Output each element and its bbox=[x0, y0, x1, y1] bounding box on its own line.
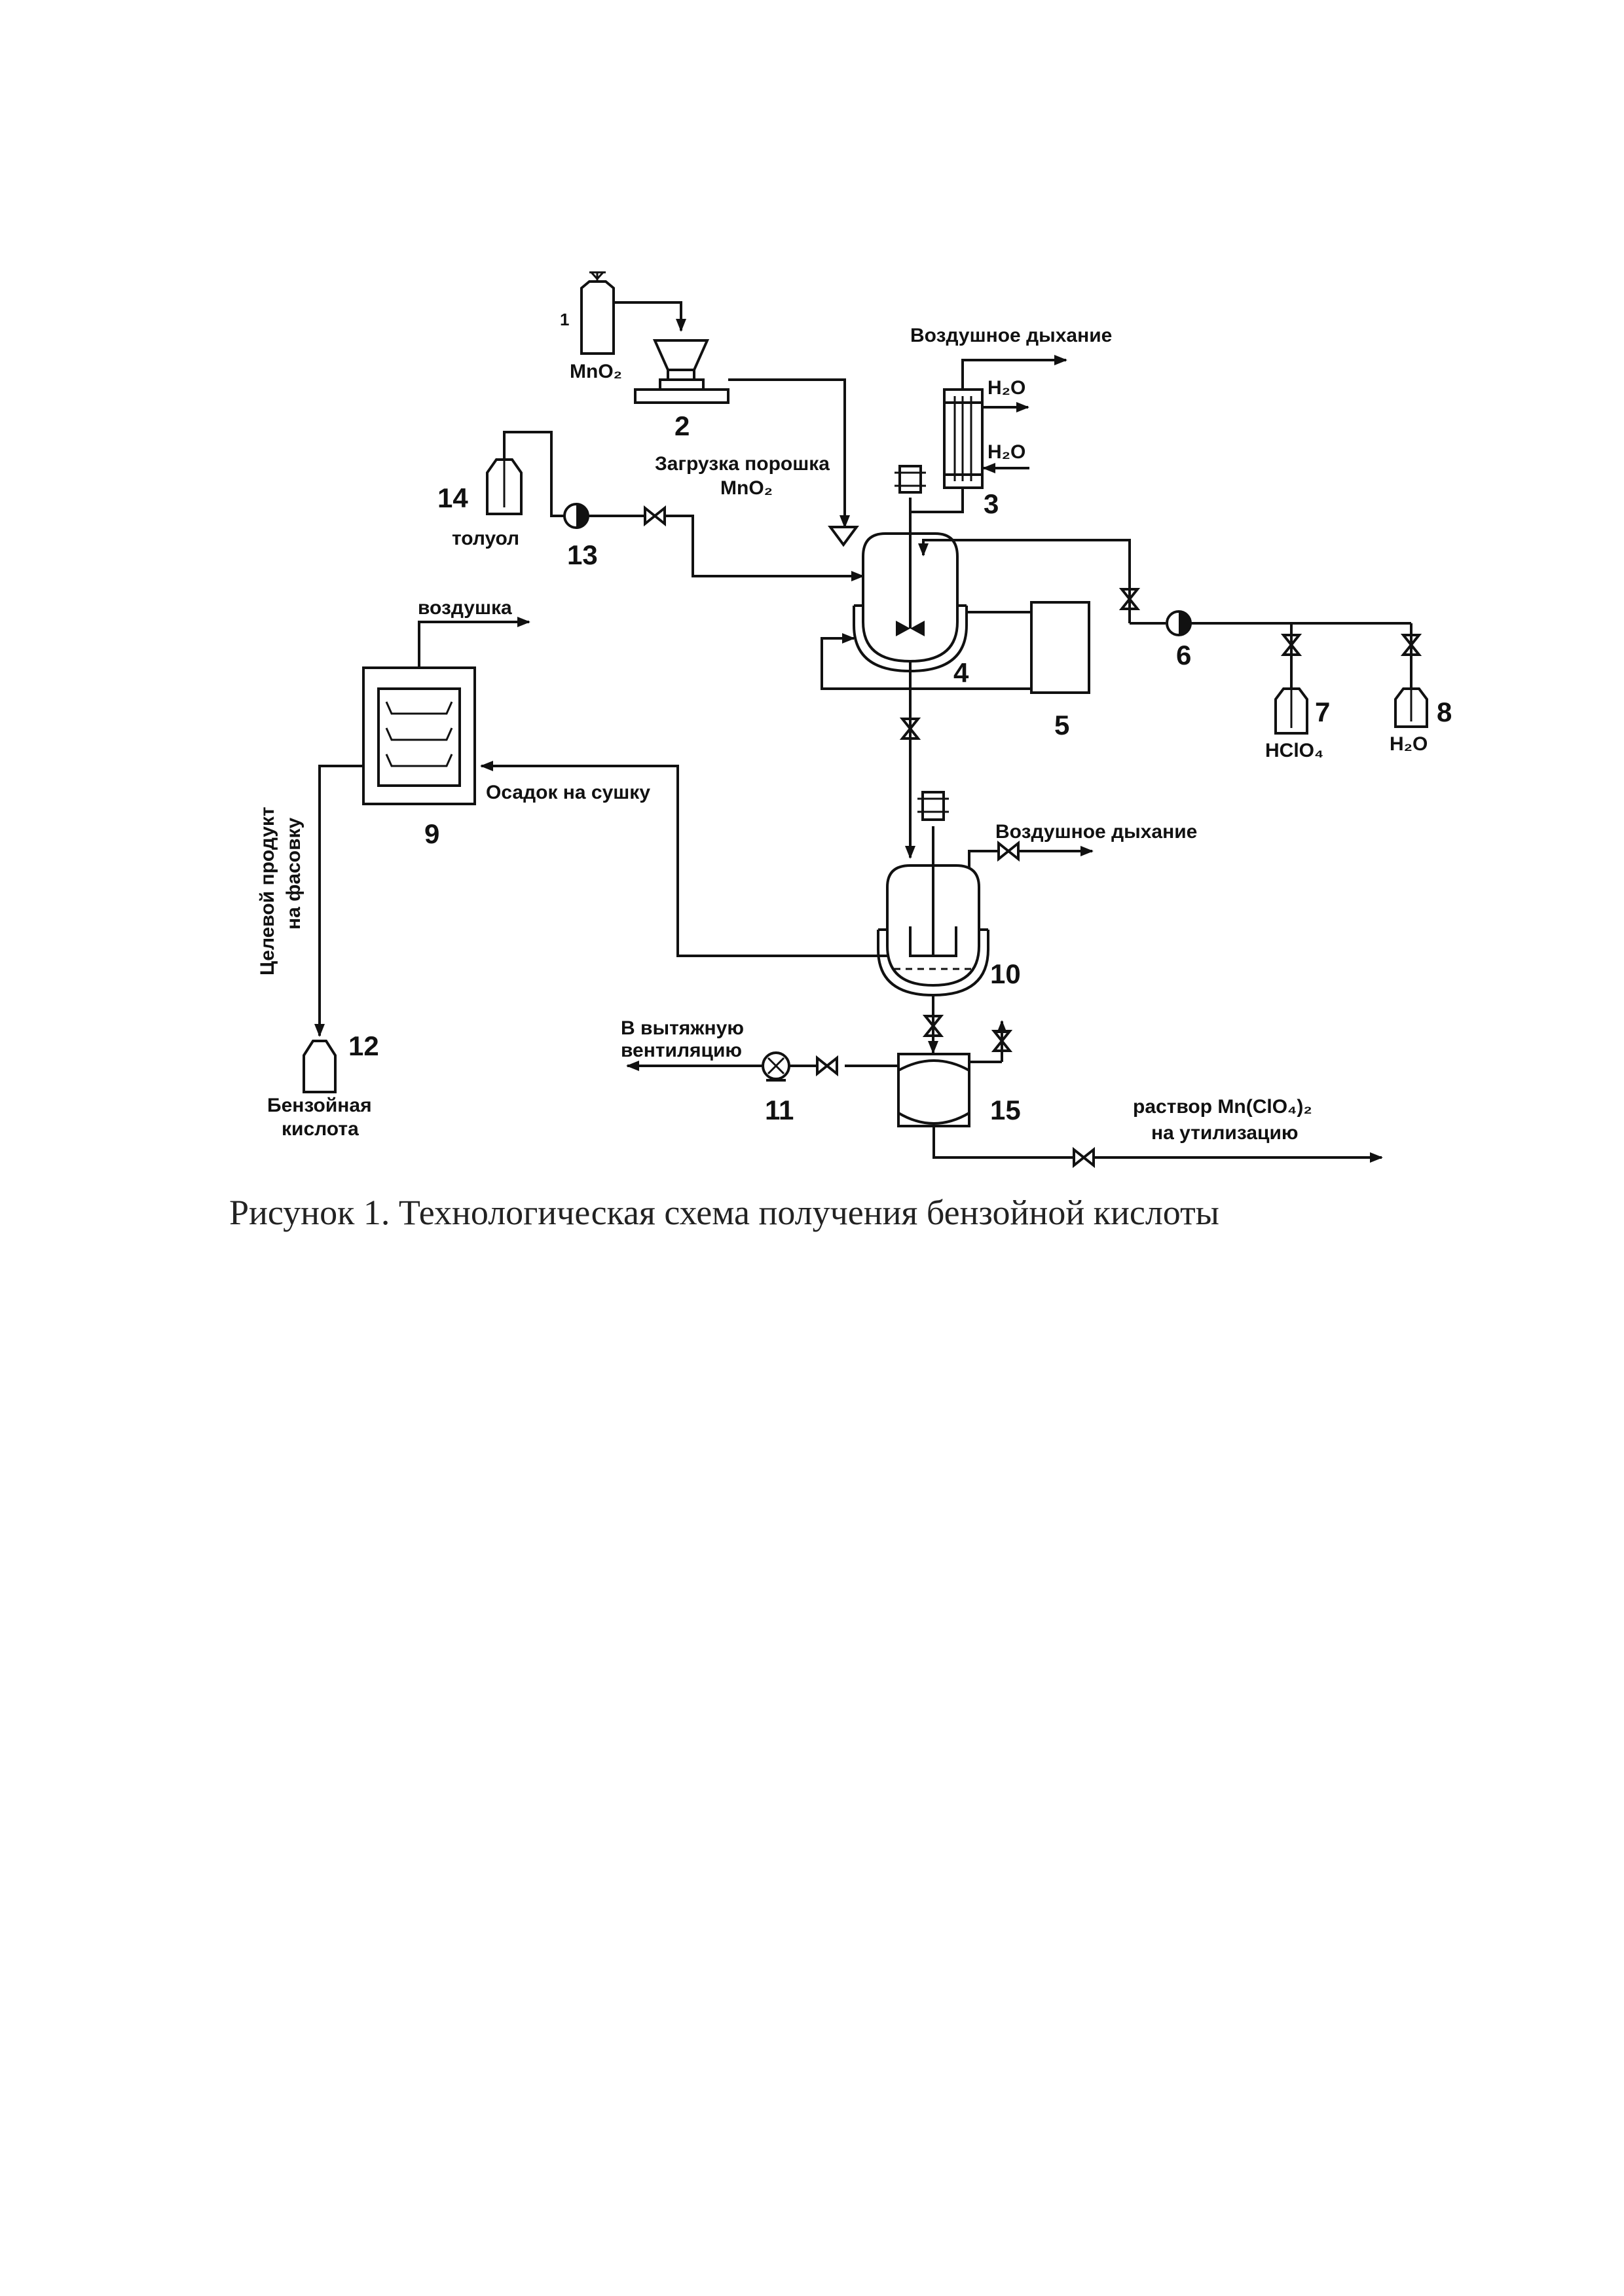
label-product-line1: Целевой продукт bbox=[257, 807, 278, 975]
flow-line-condenser-vent bbox=[961, 355, 1067, 390]
feeder-hopper-2 bbox=[634, 339, 729, 404]
label-number-3: 3 bbox=[984, 488, 999, 519]
label-product-vertical: Целевой продукт на фасовку bbox=[257, 807, 304, 975]
flow-line-10-vent bbox=[968, 850, 999, 867]
filter-vessel-10 bbox=[877, 791, 989, 997]
vacuum-pump-11 bbox=[762, 1051, 790, 1082]
thermostat-5 bbox=[1030, 601, 1090, 694]
valve-15-vent bbox=[991, 1030, 1013, 1052]
label-air-breathing-top: Воздушное дыхание bbox=[910, 325, 1112, 346]
collector-tank-15 bbox=[897, 1053, 970, 1127]
label-benzoic-line2: кислота bbox=[282, 1118, 359, 1140]
flow-line-dryer-to-12 bbox=[314, 765, 363, 1037]
label-exhaust-line2: вентиляцию bbox=[621, 1040, 742, 1061]
label-number-15: 15 bbox=[990, 1095, 1021, 1125]
mno2-container-1 bbox=[580, 271, 615, 355]
label-number-2: 2 bbox=[674, 410, 690, 441]
label-number-12: 12 bbox=[348, 1030, 379, 1061]
flow-line-jacket-return bbox=[821, 633, 1031, 690]
label-sediment-to-drying: Осадок на сушку bbox=[486, 782, 650, 803]
label-number-1: 1 bbox=[560, 310, 569, 329]
label-number-14: 14 bbox=[437, 483, 468, 513]
label-air-breathing-mid: Воздушное дыхание bbox=[995, 821, 1197, 843]
label-mno2: MnO₂ bbox=[570, 361, 622, 382]
label-number-10: 10 bbox=[990, 958, 1021, 989]
benzoic-acid-container-12 bbox=[303, 1040, 337, 1093]
label-benzoic-line1: Бензойная bbox=[267, 1095, 372, 1116]
toluene-tank-14 bbox=[486, 458, 523, 515]
label-product-line2: на фасовку bbox=[283, 817, 304, 930]
label-h2o-out: H₂O bbox=[987, 377, 1025, 399]
water-tank-8 bbox=[1394, 687, 1428, 728]
label-number-13: 13 bbox=[567, 539, 598, 570]
flow-line-dryer-exhaust bbox=[418, 617, 530, 668]
valve-4-to-10 bbox=[899, 718, 921, 740]
hclo4-tank-7 bbox=[1274, 687, 1308, 735]
label-number-9: 9 bbox=[424, 818, 439, 849]
label-loading-line2: MnO₂ bbox=[720, 477, 773, 499]
label-air-exhaust: воздушка bbox=[418, 597, 512, 619]
label-number-7: 7 bbox=[1315, 697, 1330, 727]
flow-line-sediment-to-dryer bbox=[480, 761, 887, 957]
label-number-6: 6 bbox=[1176, 640, 1191, 670]
valve-acid-feed bbox=[1118, 588, 1141, 610]
flow-line-acid-to-reactor bbox=[918, 539, 1131, 623]
dryer-9 bbox=[362, 666, 476, 805]
label-number-4: 4 bbox=[953, 657, 969, 688]
label-toluene: толуол bbox=[452, 528, 519, 549]
loading-funnel bbox=[828, 526, 859, 547]
label-h2o-in: H₂O bbox=[987, 441, 1025, 463]
flow-line-15-to-valve-disposal bbox=[932, 1127, 1074, 1159]
valve-8 bbox=[1400, 634, 1422, 656]
label-solution-line1: раствор Mn(ClO₄)₂ bbox=[1133, 1096, 1312, 1118]
pump-13 bbox=[563, 503, 589, 529]
flow-line-1-to-2 bbox=[614, 301, 686, 332]
label-hclo4: HClO₄ bbox=[1265, 740, 1323, 761]
valve-7 bbox=[1280, 634, 1302, 656]
flow-line-condenser-to-reactor bbox=[909, 488, 964, 547]
label-number-5: 5 bbox=[1054, 710, 1069, 740]
label-h2o-tank: H₂O bbox=[1390, 733, 1428, 755]
condenser-3 bbox=[943, 388, 984, 489]
figure-caption: Рисунок 1. Технологическая схема получен… bbox=[229, 1193, 1219, 1232]
reactor-4 bbox=[853, 465, 968, 673]
pump-6 bbox=[1166, 610, 1192, 636]
flow-line-2-to-4 bbox=[728, 378, 850, 528]
flow-line-toluene-to-reactor bbox=[665, 515, 864, 581]
label-number-8: 8 bbox=[1437, 697, 1452, 727]
valve-10-vent bbox=[997, 840, 1020, 862]
label-exhaust-line1: В вытяжную bbox=[621, 1017, 744, 1039]
label-loading-line1: Загрузка порошка bbox=[655, 453, 830, 475]
valve-10-to-15 bbox=[922, 1015, 944, 1037]
label-number-11: 11 bbox=[765, 1095, 794, 1125]
valve-15-to-11 bbox=[816, 1055, 838, 1077]
flow-line-14-to-13 bbox=[503, 431, 564, 517]
valve-toluene bbox=[644, 505, 666, 527]
label-solution-line2: на утилизацию bbox=[1151, 1122, 1299, 1144]
valve-disposal bbox=[1073, 1146, 1095, 1169]
